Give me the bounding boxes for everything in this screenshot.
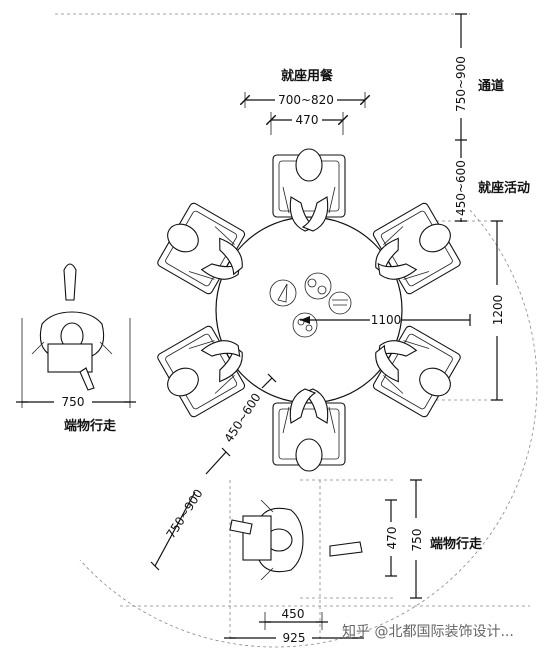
diner-upper-left [150,198,259,303]
label-passage: 通道 [478,78,504,94]
dim-700-820-text: 700~820 [278,93,334,107]
diner-lower-right [359,317,468,422]
dim-450-600-diag-text: 450~600 [222,391,264,445]
dim-1200-text: 1200 [491,295,505,326]
label-seating-dining: 就座用餐 [281,68,334,84]
dim-750-900-diag-text: 750~900 [164,487,206,541]
dim-1200 [491,220,503,401]
dim-450 [259,612,328,630]
dim-925-text: 925 [283,631,306,645]
walker-left-leg [63,263,77,301]
dim-750-900-right-text: 750~900 [454,56,468,112]
label-carry-walk-bottom: 端物行走 [430,536,483,552]
dim-470-top [271,112,343,135]
dim-470-bottom-text: 470 [385,527,399,550]
walker-left-foot [79,367,95,391]
circulation-arc [79,209,538,648]
label-carry-walk-left: 端物行走 [64,418,117,434]
dim-1100 [300,314,471,326]
dim-750-bottom-text: 750 [410,529,424,552]
dim-750-left-text: 750 [62,395,85,409]
walker-bottom [242,499,304,581]
watermark: 知乎 @北都国际装饰设计... [342,623,514,640]
walker-vertical-extension [229,480,321,640]
walker-bottom-leg [329,541,363,557]
dim-470-bottom [385,499,397,577]
diner-top [272,148,346,232]
diner-bottom [272,388,346,472]
walker-left [31,311,113,373]
dim-1100-text: 1100 [371,313,402,327]
dim-750-bottom [410,479,422,599]
dim-750-left [16,318,136,408]
dim-450-600-right-text: 450~600 [454,160,468,216]
round-table [215,216,403,404]
label-seating-activity: 就座活动 [478,180,530,196]
dim-right-chain [455,13,467,222]
dim-470-top-text: 470 [296,113,319,127]
dim-diagonal-chain [150,373,277,571]
walker-bottom-foot [229,519,253,535]
diner-upper-right [359,198,468,303]
dim-700-820 [245,92,365,108]
table-dishes [269,272,352,338]
dim-450-text: 450 [282,607,305,621]
walker-extension-lines [300,479,395,599]
